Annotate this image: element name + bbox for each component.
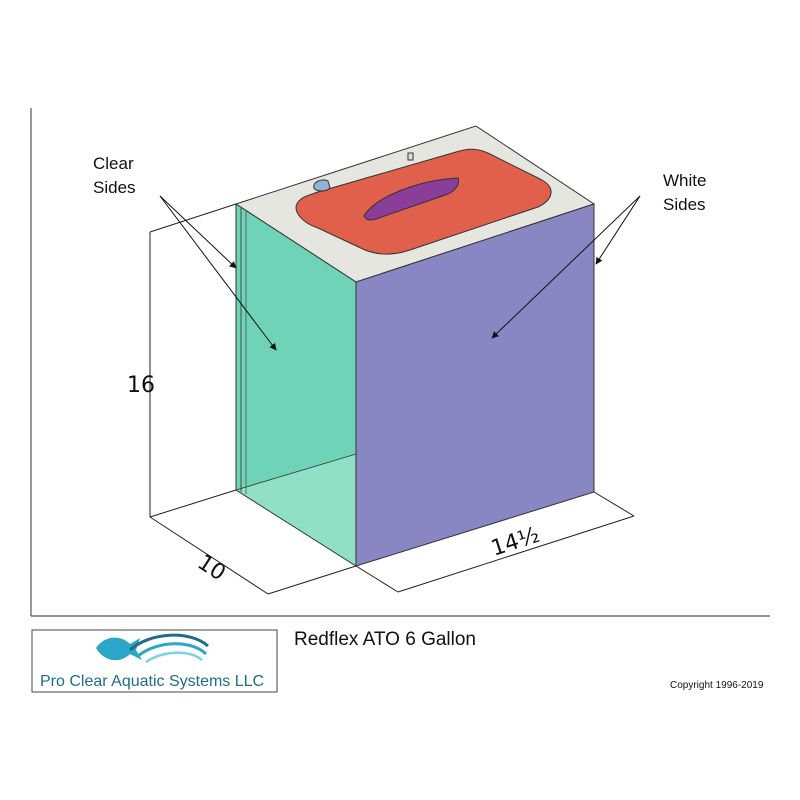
lid-handle[interactable] [363,177,459,221]
width-extension-left [355,565,399,593]
depth-extension [267,565,357,595]
depth-dimension-line [149,516,269,595]
sump-box [234,125,596,567]
inlet-fitting-icon [313,179,331,192]
clear-sides-label-line1: Clear [93,154,134,173]
outlet-fitting-icon [407,152,414,161]
clear-sides-label-line2: Sides [93,178,136,197]
height-dimension-label: 16 [127,373,155,398]
width-dimension-label: 14½ [488,523,543,562]
callout-arrows [159,195,641,351]
white-arrow-edge [595,195,641,265]
dimension-lines [149,203,635,595]
width-dimension-line [397,515,635,593]
clear-arrow-edge [159,195,237,269]
height-extension-top [149,203,237,233]
copyright-text: Copyright 1996-2019 [670,680,764,691]
white-sides-label-line2: Sides [663,195,706,214]
company-name: Pro Clear Aquatic Systems LLC [40,673,264,690]
drawing-title: Redflex ATO 6 Gallon [294,629,476,650]
depth-dimension-label: 10 [193,550,230,586]
fish-wave-logo-icon [96,633,209,664]
height-extension-bottom [149,489,237,518]
drawing-frame [30,108,770,617]
clear-arrow-panel [159,195,277,351]
title-block: Pro Clear Aquatic Systems LLC Redflex AT… [31,629,764,693]
logo-box [31,629,278,693]
width-extension-right [593,491,635,517]
white-side-panel [355,203,595,567]
white-arrow-panel [491,195,641,339]
white-sides-label-line1: White [663,171,706,190]
